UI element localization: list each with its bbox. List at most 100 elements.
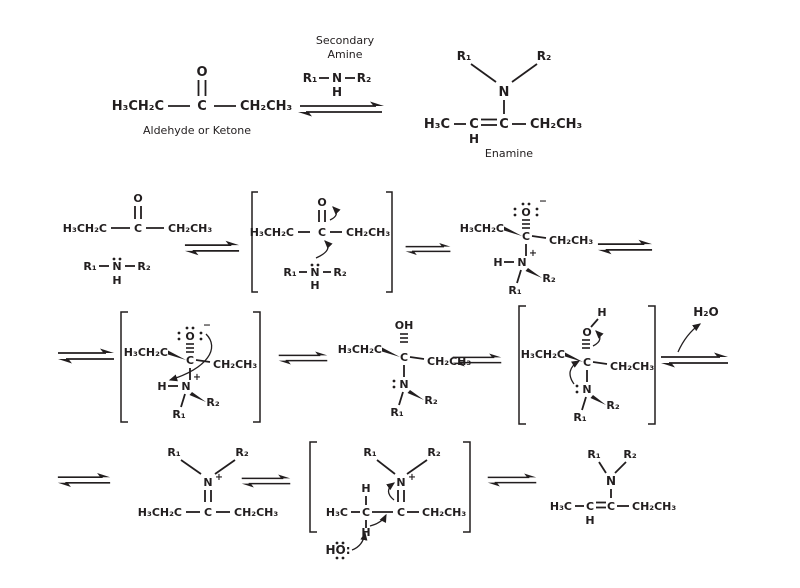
central-carbon: C: [186, 354, 194, 367]
bond: [516, 269, 522, 284]
methyl-group: H₃C: [424, 117, 450, 132]
carbonyl-oxygen: O: [317, 196, 326, 209]
cn-double-bond: [397, 490, 405, 502]
structure-zwitterion: O − H₃CH₂C C CH₂CH₃ H N + R₂ R₁: [460, 196, 594, 297]
r2-group: R₂: [606, 399, 619, 412]
methyl-group: H₃C: [326, 506, 348, 519]
left-bracket: [120, 311, 128, 423]
equilibrium-arrow: [184, 240, 240, 256]
ethyl-right: CH₂CH₃: [422, 506, 466, 519]
alpha-hydrogen-top: H: [361, 482, 370, 495]
cc-double-bond: [481, 118, 497, 126]
structure-proton-transfer: O − H₃CH₂C C CH₂CH₃ H N + R₂ R₁: [120, 311, 261, 423]
r1-group: R₁: [457, 49, 472, 63]
r2-group: R₂: [542, 272, 555, 285]
amine-nitrogen: N: [399, 378, 408, 391]
positive-charge: +: [408, 472, 416, 483]
product-caption: Enamine: [485, 147, 533, 160]
wedge-bond: [525, 268, 542, 278]
wedge-bond: [382, 347, 400, 357]
curved-arrow-bond-to-oxygen: [592, 330, 604, 347]
bond: [592, 361, 608, 365]
vinyl-carbon-left: C: [586, 500, 594, 513]
ethyl-right: CH₂CH₃: [610, 360, 654, 373]
bond: [398, 391, 404, 406]
equilibrium-arrow: [58, 348, 114, 364]
amine-hydrogen: H: [332, 85, 342, 99]
r2-group: R₂: [537, 49, 552, 63]
equilibrium-arrow: [405, 243, 451, 255]
curved-arrow-oxygen-to-proton: [168, 333, 213, 382]
left-bracket: [518, 305, 526, 425]
ethyl-right: CH₂CH₃: [168, 222, 212, 235]
ethyl-right: CH₂CH₃: [213, 358, 257, 371]
structure-carbinolamine: OH H₃CH₂C C CH₂CH₃ N R₂ R₁: [338, 319, 472, 419]
structure-ketone-top: O H₃CH₂C C CH₂CH₃ Aldehyde or Ketone: [112, 65, 292, 137]
curved-arrow-nitrogen-to-carbon: [315, 240, 333, 259]
central-carbon: C: [583, 356, 591, 369]
r2-group: R₂: [357, 71, 372, 85]
ethyl-left: H₃CH₂C: [138, 506, 182, 519]
r2-group: R₂: [137, 260, 150, 273]
carbonyl-double-bond: [134, 206, 142, 219]
amine-hydrogen: H: [310, 279, 319, 292]
vinyl-carbon-left: C: [469, 117, 479, 132]
curved-arrow-pi-to-oxygen: [329, 206, 341, 221]
carbonyl-oxygen: O: [133, 192, 142, 205]
hydroxide-ion: HO:: [325, 543, 350, 557]
curved-arrow-hydroxide-to-proton: [351, 531, 368, 551]
hashed-bond-oxygen: [582, 339, 590, 349]
carbonyl-carbon: C: [197, 99, 207, 114]
bond: [180, 393, 186, 408]
bond: [531, 235, 547, 239]
r1-group: R₁: [363, 446, 376, 459]
ammonium-hydrogen: H: [493, 256, 502, 269]
ethyl-left: H₃CH₂C: [112, 99, 164, 114]
structure-nucleophilic-attack: O H₃CH₂C C CH₂CH₃ R₁ N R₂ H: [250, 191, 393, 293]
r1-group: R₁: [283, 266, 296, 279]
ethyl-left: H₃CH₂C: [460, 222, 504, 235]
curved-arrow-ch-to-cc: [369, 513, 387, 527]
wedge-bond: [504, 226, 522, 236]
structure-iminium-ion: R₁ R₂ N + H₃CH₂C C CH₂CH₃: [138, 446, 279, 519]
alkoxide-oxygen: O: [185, 330, 194, 343]
structure-water-departure: H O H₃CH₂C C CH₂CH₃ N R₂ R₁: [518, 305, 656, 425]
vinyl-carbon-right: C: [499, 117, 509, 132]
curved-arrow-water-leaving: [677, 323, 702, 353]
n-substituent-bonds: [376, 459, 428, 475]
enamine-nitrogen: N: [499, 85, 510, 100]
ethyl-left: H₃CH₂C: [124, 346, 168, 359]
wedge-bond: [189, 392, 206, 402]
r2-group: R₂: [333, 266, 346, 279]
vinyl-hydrogen: H: [585, 514, 594, 527]
r2-group: R₂: [427, 446, 440, 459]
positive-charge: +: [193, 372, 201, 383]
carbonyl-oxygen: O: [196, 65, 207, 80]
iminium-nitrogen: N: [203, 476, 212, 489]
wedge-bond: [407, 390, 424, 400]
bond: [581, 396, 587, 411]
r1-group: R₁: [167, 446, 180, 459]
cc-double-bond: [596, 501, 606, 509]
equilibrium-arrow: [487, 473, 537, 487]
nitrogen-lone-pair: [112, 257, 122, 261]
equilibrium-arrow: [298, 101, 384, 117]
hydroxyl-oxygen: O: [582, 326, 591, 339]
structure-enamine-final: R₁ R₂ N H₃C C C CH₂CH₃ H: [550, 448, 676, 527]
ethyl-left: H₃CH₂C: [63, 222, 107, 235]
methyl-group: H₃C: [550, 500, 572, 513]
central-carbon: C: [522, 230, 530, 243]
left-bracket: [251, 191, 258, 293]
iminium-carbon: C: [397, 506, 405, 519]
iminium-nitrogen: N: [396, 476, 405, 489]
positive-charge: +: [215, 472, 223, 483]
bond: [195, 359, 211, 363]
ammonium-nitrogen: N: [517, 256, 526, 269]
ethyl-left: H₃CH₂C: [338, 343, 382, 356]
right-bracket: [253, 311, 261, 423]
hashed-bond-oxygen: [400, 333, 408, 343]
ethyl-right: CH₂CH₃: [549, 234, 593, 247]
right-bracket: [386, 191, 393, 293]
wedge-bond: [590, 395, 606, 405]
